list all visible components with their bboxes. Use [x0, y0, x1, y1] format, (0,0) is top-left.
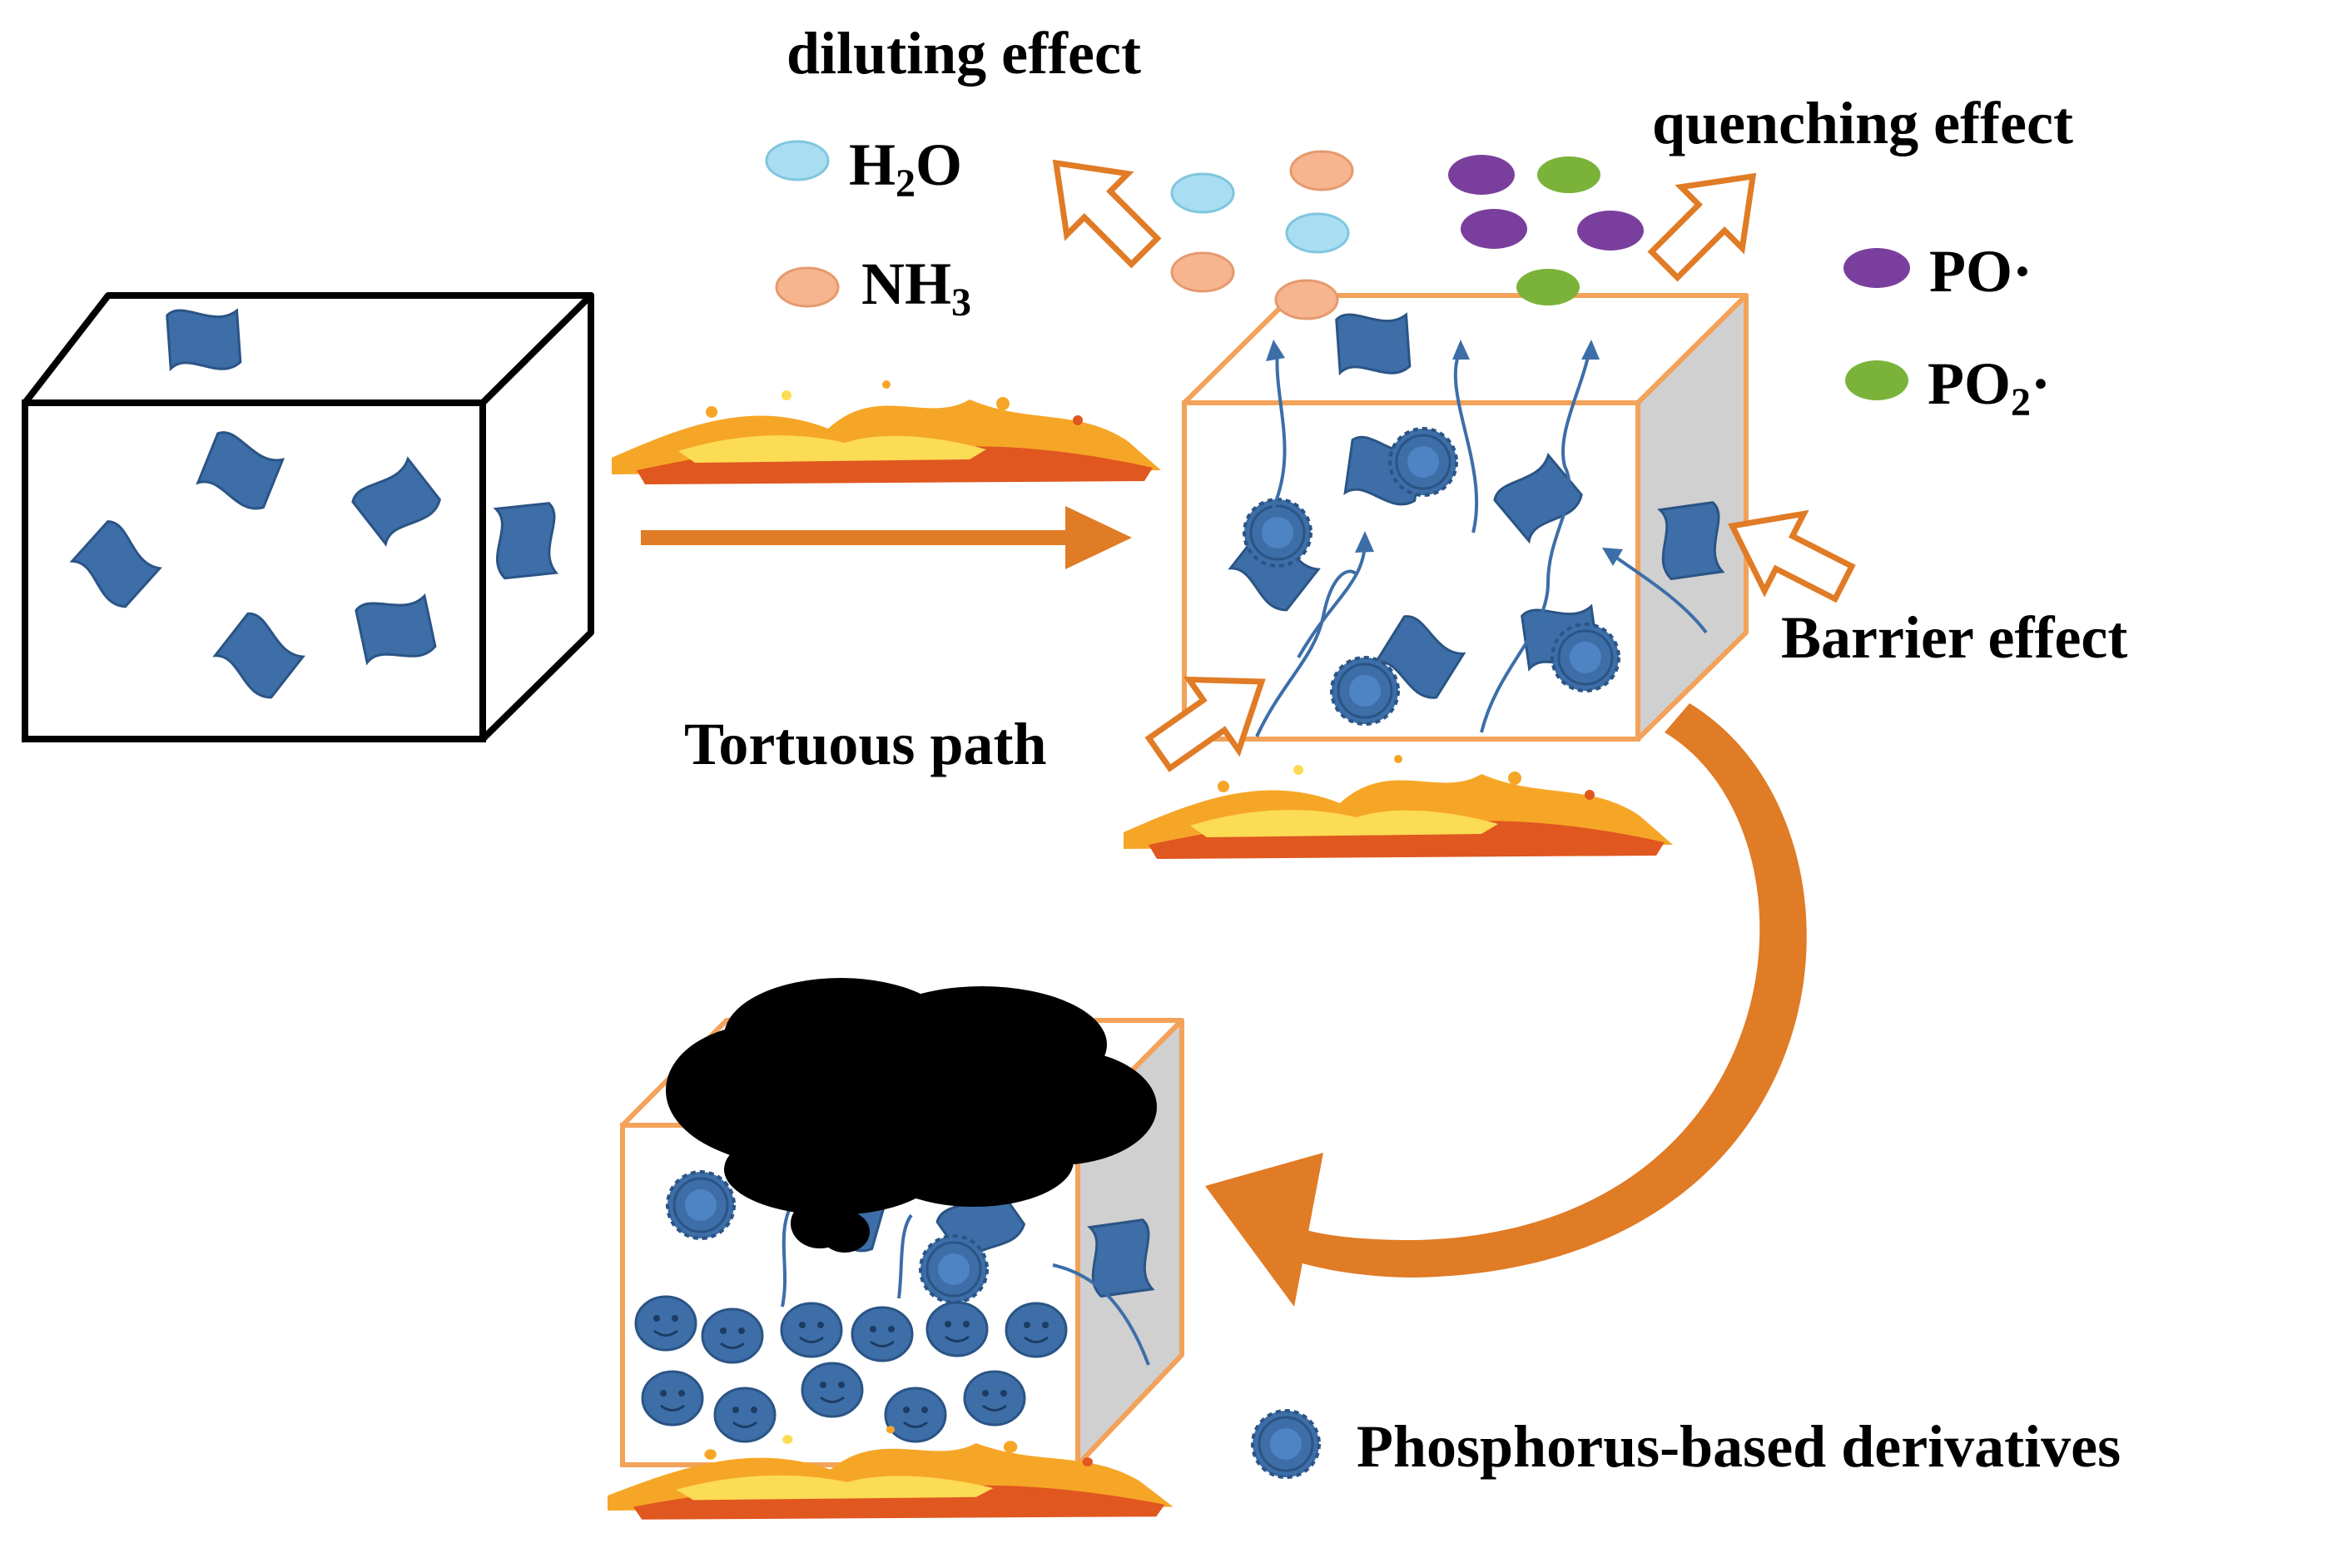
char-particle	[963, 1370, 1026, 1427]
char-layer-box	[620, 978, 1184, 1467]
gas-path-arrow	[1453, 349, 1479, 533]
h2o-label: H	[849, 131, 896, 198]
phosphorus-particle	[1243, 498, 1312, 568]
char-particle	[925, 1301, 989, 1357]
fire-icon	[612, 380, 1161, 484]
phosphorus-derivative-icon	[1251, 1409, 1321, 1479]
char-cloud	[666, 978, 1157, 1253]
heating-arrow	[641, 506, 1132, 569]
po2-label: PO	[1928, 350, 2011, 417]
svg-text:PO2·: PO2·	[1928, 350, 2051, 424]
h2o-molecule-icon	[765, 140, 830, 181]
legend-po: PO·	[1843, 238, 2032, 305]
gas-path-arrow	[1272, 349, 1287, 509]
legend-po2: PO2·	[1845, 350, 2051, 424]
po-label: PO·	[1929, 238, 2032, 305]
tortuous-path-label: Tortuous path	[684, 711, 1047, 777]
char-particle	[801, 1362, 864, 1418]
char-particle	[851, 1306, 914, 1362]
phosphorus-particle	[666, 1170, 736, 1240]
po-radical-icon	[1843, 248, 1910, 288]
phosphorus-particle	[1551, 623, 1620, 692]
char-particle	[1005, 1302, 1068, 1358]
fire-icon	[1124, 755, 1673, 859]
burning-composite-box	[1182, 293, 1749, 742]
legend-phosphorus: Phosphorus-based derivatives	[1251, 1409, 2121, 1480]
char-particle	[641, 1370, 704, 1427]
filler-flake	[1655, 500, 1728, 581]
char-particle	[780, 1302, 843, 1358]
gas-path-arrow	[1609, 552, 1708, 634]
gas-path-arrow	[1052, 1263, 1150, 1366]
svg-text:NH3: NH3	[861, 251, 971, 325]
nh3-molecule-icon	[775, 266, 840, 308]
gas-path-arrow	[1297, 540, 1367, 658]
char-formation-arrow	[1205, 703, 1807, 1307]
po2-radical-icon	[1845, 360, 1908, 400]
neat-polymer-box	[22, 292, 594, 742]
phosphorus-particle	[919, 1234, 989, 1304]
barrier-effect-label: Barrier effect	[1781, 604, 2127, 671]
gas-path-arrow	[1480, 349, 1591, 733]
nh3-label: NH	[861, 251, 951, 317]
gas-molecules	[1170, 150, 1644, 320]
legend-h2o: H2O	[765, 131, 962, 206]
filler-flake	[1334, 309, 1412, 379]
quenching-effect-label: quenching effect	[1652, 90, 2073, 156]
filler-flake	[490, 501, 562, 580]
char-particle	[884, 1387, 947, 1443]
char-particle	[713, 1387, 777, 1443]
char-particle	[701, 1307, 764, 1364]
phosphorus-particle	[1330, 656, 1400, 726]
phosphorus-particle	[1388, 427, 1458, 497]
filler-flake	[165, 305, 242, 375]
diluting-effect-label: diluting effect	[786, 20, 1141, 87]
diluting-arrow	[1025, 132, 1175, 282]
gas-path-arrow	[897, 1213, 913, 1299]
quenching-arrow	[1634, 146, 1784, 295]
legend-nh3: NH3	[775, 251, 971, 325]
phosphorus-label: Phosphorus-based derivatives	[1357, 1413, 2121, 1480]
char-particle	[634, 1295, 697, 1352]
svg-text:H2O: H2O	[849, 131, 962, 206]
